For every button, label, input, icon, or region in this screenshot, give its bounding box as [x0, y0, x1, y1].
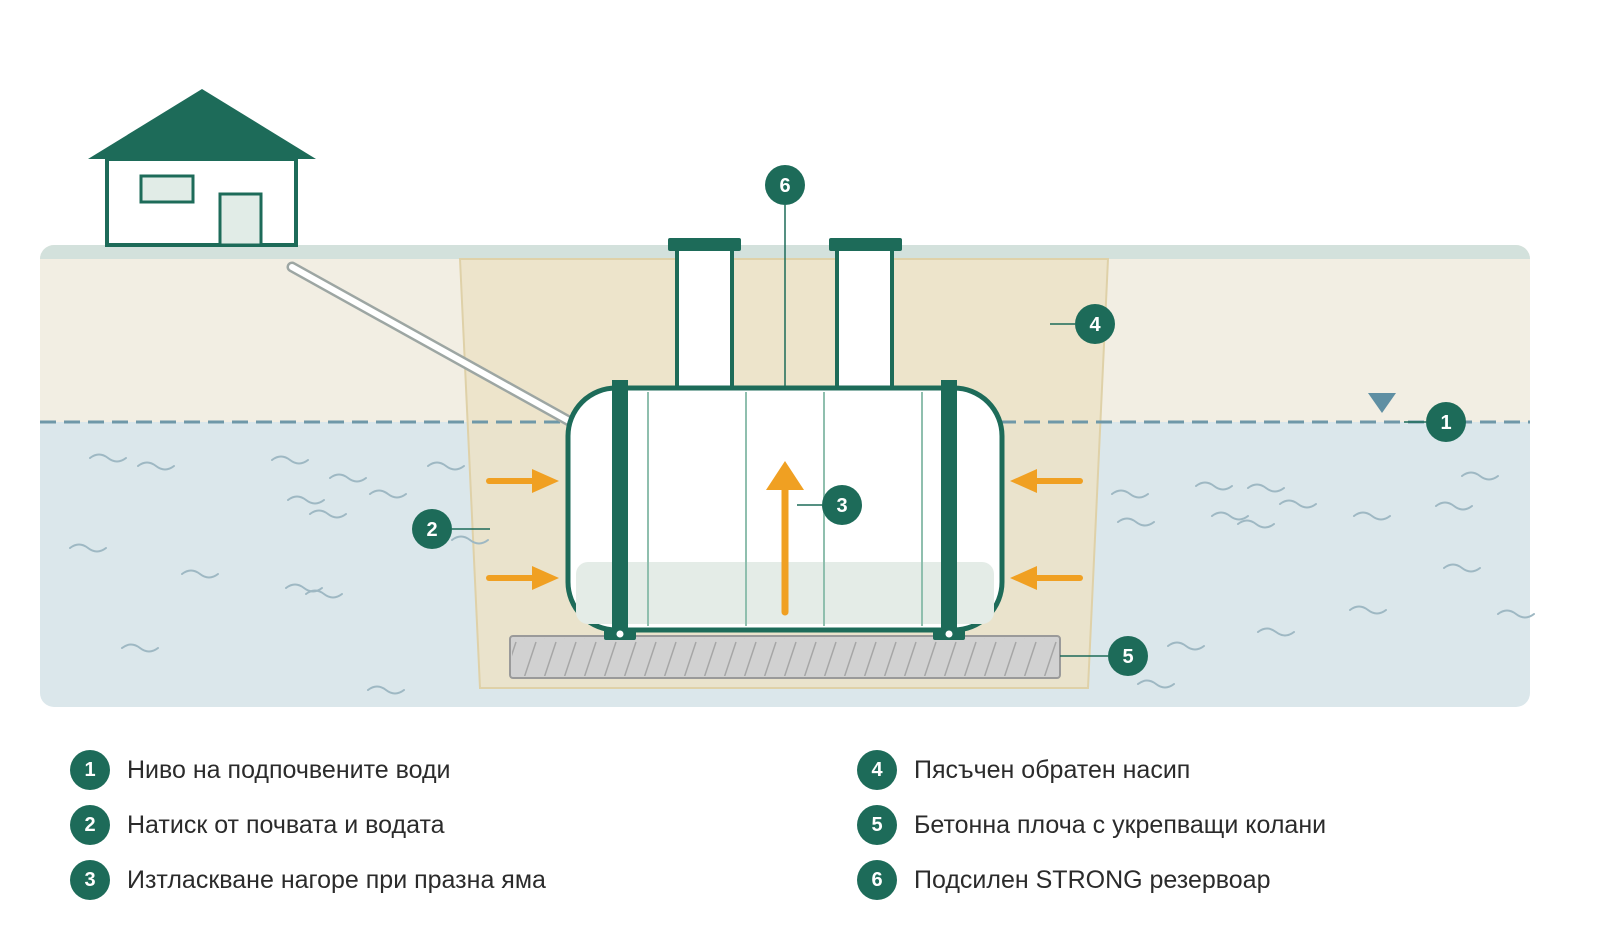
wave-icon	[1211, 511, 1249, 521]
legend-badge: 5	[857, 805, 897, 845]
wave-icon	[309, 509, 347, 519]
concrete-slab	[509, 635, 1061, 679]
wave-icon	[1353, 511, 1391, 521]
wave-icon	[1279, 499, 1317, 509]
marker-5: 5	[1108, 636, 1148, 676]
wave-icon	[121, 643, 159, 653]
wave-icon	[287, 495, 325, 505]
legend-label: Ниво на подпочвените води	[127, 755, 451, 784]
reinforcing-belt-left	[604, 380, 636, 640]
wave-icon	[1443, 563, 1481, 573]
wave-icon	[1111, 489, 1149, 499]
wave-icon	[1349, 605, 1387, 615]
wave-icon	[89, 453, 127, 463]
wave-icon	[1461, 471, 1499, 481]
wave-icon	[137, 461, 175, 471]
tank-riser-left-lid	[668, 238, 741, 251]
legend-item-4: 4 Пясъчен обратен насип	[857, 750, 1326, 790]
svg-text:1: 1	[1440, 412, 1451, 434]
inlet-pipe	[286, 261, 584, 432]
wave-icon	[271, 455, 309, 465]
legend-item-1: 1 Ниво на подпочвените води	[70, 750, 546, 790]
legend-badge: 2	[70, 805, 110, 845]
legend-item-5: 5 Бетонна плоча с укрепващи колани	[857, 805, 1326, 845]
legend-item-6: 6 Подсилен STRONG резервоар	[857, 860, 1326, 900]
wave-icon	[1247, 483, 1285, 493]
wave-icon	[1195, 481, 1233, 491]
legend-column-left: 1 Ниво на подпочвените води 2 Натиск от …	[70, 750, 546, 915]
wave-icon	[367, 685, 405, 695]
reinforcing-belt-right	[933, 380, 965, 640]
marker-3: 3	[822, 485, 862, 525]
marker-2: 2	[412, 509, 452, 549]
septic-tank-installation-diagram: 1 2 3 4 5 6	[40, 89, 1535, 707]
legend-label: Пясъчен обратен насип	[914, 755, 1191, 784]
house-icon	[88, 89, 316, 247]
wave-icon	[305, 589, 343, 599]
tank-riser-right-lid	[829, 238, 902, 251]
legend-label: Подсилен STRONG резервоар	[914, 865, 1271, 894]
legend: 1 Ниво на подпочвените води 2 Натиск от …	[0, 750, 1600, 940]
legend-item-2: 2 Натиск от почвата и водата	[70, 805, 546, 845]
wave-icon	[1137, 679, 1175, 689]
legend-badge: 1	[70, 750, 110, 790]
marker-leaders	[452, 205, 1426, 657]
wave-icon	[1435, 501, 1473, 511]
wave-icon	[1257, 627, 1295, 637]
wave-icon	[451, 535, 489, 545]
legend-column-right: 4 Пясъчен обратен насип 5 Бетонна плоча …	[857, 750, 1326, 915]
water-level-triangle-icon	[1368, 393, 1396, 413]
wave-icon	[69, 543, 107, 553]
marker-6: 6	[765, 165, 805, 205]
legend-label: Бетонна плоча с укрепващи колани	[914, 810, 1327, 839]
soil-water-pressure-arrows	[486, 469, 1083, 590]
legend-label: Натиск от почвата и водата	[127, 810, 445, 839]
wave-icon	[329, 473, 367, 483]
pressure-arrow-icon	[1010, 566, 1083, 590]
tank-riser-right	[835, 244, 894, 392]
groundwater-waves	[69, 453, 1535, 695]
wave-icon	[1167, 641, 1205, 651]
legend-label: Изтласкване нагоре при празна яма	[127, 865, 546, 894]
wave-icon	[1237, 519, 1275, 529]
wave-icon	[1117, 517, 1155, 527]
svg-text:5: 5	[1122, 646, 1133, 668]
wave-icon	[369, 489, 407, 499]
wave-icon	[427, 461, 465, 471]
pressure-arrow-icon	[486, 469, 559, 493]
pressure-arrow-icon	[1010, 469, 1083, 493]
buoyancy-arrow-icon	[766, 461, 804, 616]
legend-badge: 6	[857, 860, 897, 900]
svg-text:6: 6	[779, 175, 790, 197]
marker-1: 1	[1426, 402, 1466, 442]
svg-text:3: 3	[836, 495, 847, 517]
marker-4: 4	[1075, 304, 1115, 344]
wave-icon	[1497, 609, 1535, 619]
tank-riser-left	[675, 244, 734, 392]
legend-badge: 4	[857, 750, 897, 790]
svg-text:4: 4	[1089, 314, 1101, 336]
legend-item-3: 3 Изтласкване нагоре при празна яма	[70, 860, 546, 900]
wave-icon	[181, 569, 219, 579]
svg-text:2: 2	[426, 519, 437, 541]
legend-badge: 3	[70, 860, 110, 900]
pressure-arrow-icon	[486, 566, 559, 590]
